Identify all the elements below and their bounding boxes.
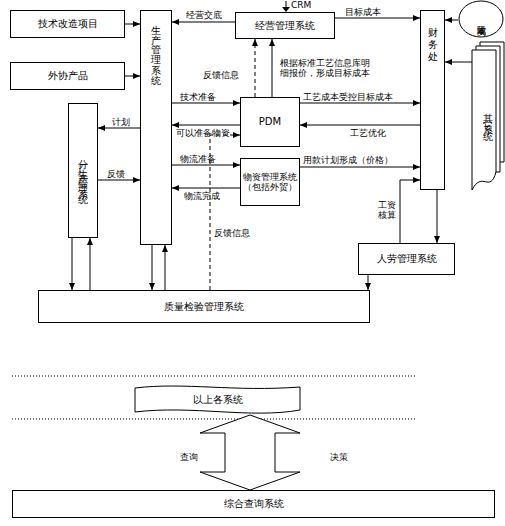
edge-label: 物流准备 — [180, 154, 230, 164]
edge-label: 物流完成 — [184, 191, 234, 201]
connector — [98, 128, 140, 129]
document-stack: 其它系统 — [472, 42, 504, 192]
connector — [172, 188, 240, 189]
banner-shape: 以上各系统 — [135, 385, 300, 415]
edge-label: 技术准备 — [180, 92, 230, 102]
connector — [172, 165, 240, 166]
node-text: 外协产品 — [48, 70, 88, 82]
connector — [152, 245, 153, 290]
connector — [437, 190, 438, 243]
edge-label: 计划 — [112, 117, 138, 127]
edge-label: 工艺成本受控目标成本 — [303, 92, 418, 102]
node-text: 分厂生产管理系统 — [77, 151, 89, 191]
node-text: 人劳管理系统 — [377, 253, 437, 265]
edge-label: 反馈信息 — [214, 228, 254, 238]
connector — [165, 245, 166, 290]
connector — [272, 39, 273, 97]
dashed-connector — [255, 39, 256, 97]
dotted-separator — [12, 419, 415, 420]
edge-label: 可以准备物资 — [176, 128, 238, 138]
node-text: 生产管理系统 — [150, 17, 162, 77]
edge-label: 目标成本 — [345, 7, 395, 17]
edge-label: 工资核算 — [378, 200, 398, 220]
node-text: 其它系统 — [482, 105, 494, 129]
cost-circle: 实际成本 — [458, 0, 504, 38]
system-box: 生产管理系统 — [140, 10, 172, 245]
connector — [172, 103, 240, 104]
node-text: PDM — [259, 116, 281, 128]
connector — [445, 62, 472, 63]
connector — [172, 125, 240, 126]
edge-label: 工艺优化 — [350, 128, 390, 138]
connector — [90, 238, 91, 290]
system-box: 经营管理系统 — [235, 12, 335, 39]
system-box: 物资管理系统（包括外贸） — [240, 158, 300, 206]
connector — [300, 125, 420, 126]
node-text: 物资管理系统（包括外贸） — [243, 172, 297, 193]
flow-label: 查询 — [180, 452, 210, 463]
node-text: 技术改造项目 — [38, 18, 98, 30]
node-text: 质量检验管理系统 — [164, 301, 244, 313]
node-text: 综合查询系统 — [224, 498, 284, 510]
connector — [400, 180, 420, 243]
node-text: 经营管理系统 — [255, 20, 315, 32]
dotted-separator — [12, 376, 415, 377]
flow-label: 决策 — [330, 452, 360, 463]
block-arrow — [200, 415, 300, 490]
connector — [72, 238, 73, 290]
department-box: 财务处 — [420, 10, 445, 190]
connector — [125, 76, 140, 77]
system-box: 综合查询系统 — [12, 490, 495, 518]
connector — [125, 24, 140, 25]
system-box: PDM — [240, 97, 300, 147]
connector — [300, 167, 420, 168]
banner-outline — [135, 386, 300, 413]
edge-label: 根据标准工艺信息库明细报价，形成目标成本 — [280, 58, 370, 78]
ellipse-outline — [459, 1, 503, 37]
edge-label: 经营交底 — [186, 10, 234, 20]
system-box: 分厂生产管理系统 — [68, 103, 98, 238]
system-box: 人劳管理系统 — [358, 243, 455, 275]
edge-label: 反馈信息 — [203, 70, 243, 80]
system-label: CRM — [291, 0, 331, 11]
system-box: 质量检验管理系统 — [38, 290, 370, 323]
node-text: 以上各系统 — [193, 394, 243, 406]
connector — [335, 18, 420, 19]
edge-label: 反馈 — [107, 169, 133, 179]
connector — [172, 22, 235, 23]
shape-outline — [458, 0, 504, 38]
node-text: 财务处 — [427, 19, 439, 55]
edge-label: 用款计划形成（价格） — [303, 155, 418, 165]
document-page — [472, 50, 496, 190]
connector — [300, 103, 420, 104]
connector — [98, 180, 140, 181]
process-box: 技术改造项目 — [10, 10, 125, 38]
crm-arrow-shaft — [286, 1, 287, 8]
connector — [368, 275, 369, 290]
connector — [445, 20, 458, 21]
process-box: 外协产品 — [10, 62, 125, 90]
